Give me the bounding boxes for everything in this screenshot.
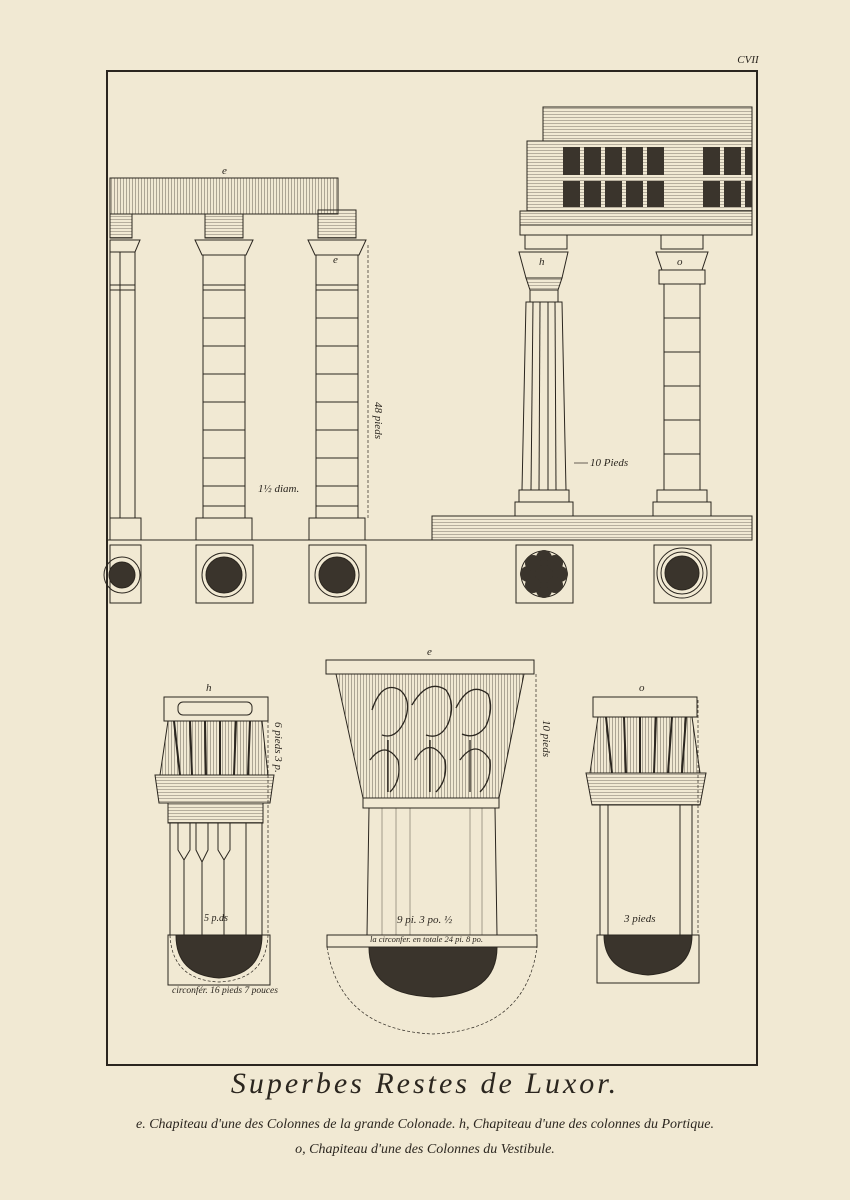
capital-o-drawing xyxy=(585,696,707,984)
label-capital-e: e xyxy=(427,646,432,658)
plate-number: CVII xyxy=(737,54,759,66)
label-diameter: 1½ diam. xyxy=(258,483,300,495)
label-capital-h-circumference: circonfér. 16 pieds 7 pouces xyxy=(172,986,278,996)
column-plans xyxy=(103,544,712,604)
colonnade-column-2 xyxy=(194,239,254,541)
label-capital-h-height: 6 pieds 3 p. xyxy=(272,722,284,773)
engraving-frame xyxy=(106,70,758,1066)
grand-colonnade xyxy=(109,177,369,541)
label-e-architrave: e xyxy=(222,165,227,177)
label-capital-h: h xyxy=(206,682,212,694)
label-capital-h-width: 5 p.ds xyxy=(204,913,228,924)
colonnade-column-1 xyxy=(109,239,142,541)
label-10-pieds: 10 Pieds xyxy=(590,457,629,469)
label-capital-e-width: 9 pi. 3 po. ½ xyxy=(397,914,453,926)
capital-e-drawing xyxy=(325,659,538,1035)
caption-line-2: o, Chapiteau d'une des Colonnes du Vesti… xyxy=(295,1142,555,1157)
portico-column-h xyxy=(514,234,574,517)
label-o-column: o xyxy=(677,256,683,268)
capital-h-drawing xyxy=(154,696,275,986)
label-capital-o-width: 3 pieds xyxy=(624,913,656,925)
label-height-48-pieds: 48 pieds xyxy=(372,402,384,439)
label-capital-e-height: 10 pieds xyxy=(540,720,552,757)
colonnade-column-3 xyxy=(307,239,367,541)
portico-column-o xyxy=(652,234,712,517)
caption-line-1: e. Chapiteau d'une des Colonnes de la gr… xyxy=(136,1117,714,1132)
label-h-column: h xyxy=(539,256,545,268)
plate-title: Superbes Restes de Luxor. xyxy=(230,1067,620,1100)
portico xyxy=(431,106,753,541)
label-e-column: e xyxy=(333,254,338,266)
label-capital-e-circumference: la circonfer. en totale 24 pi. 8 po. xyxy=(370,934,484,944)
label-capital-o: o xyxy=(639,682,645,694)
